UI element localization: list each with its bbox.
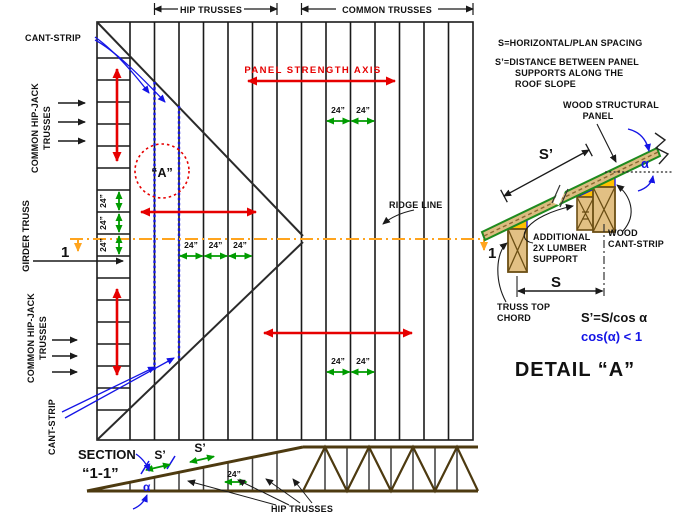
additional-support-label-3: SUPPORT bbox=[533, 254, 578, 264]
panel-strength-axis-label: PANEL STRENGTH AXIS bbox=[244, 65, 381, 76]
detail-a-view bbox=[480, 123, 672, 303]
hip-diagonal-lines bbox=[96, 21, 304, 441]
dim-24-col-3: 24” bbox=[98, 238, 108, 252]
detail-leaders bbox=[497, 123, 632, 303]
detail-s-label: S bbox=[551, 274, 561, 291]
detail-title: DETAIL “A” bbox=[515, 359, 635, 381]
dim-24-lower-2: 24” bbox=[356, 356, 370, 366]
hip-jack-lower-label-1: COMMON HIP-JACK bbox=[26, 293, 36, 383]
dim-24-mid-3: 24” bbox=[233, 240, 247, 250]
legend-sprime-definition-1: S’=DISTANCE BETWEEN PANEL bbox=[495, 57, 639, 67]
section-cut-arrows bbox=[74, 239, 488, 252]
additional-support-label-1: ADDITIONAL bbox=[533, 232, 591, 242]
hip-jack-upper-label-1: COMMON HIP-JACK bbox=[30, 83, 40, 173]
dim-24-col-1: 24” bbox=[98, 194, 108, 208]
section-marker-right: 1 bbox=[488, 245, 496, 262]
detail-alpha-angle bbox=[605, 128, 672, 192]
cant-strip-top-label: CANT-STRIP bbox=[25, 33, 81, 43]
detail-formula: S’=S/cos α bbox=[581, 310, 647, 325]
truss-top-chord-label-1: TRUSS TOP bbox=[497, 302, 550, 312]
legend-sprime-definition-2: SUPPORTS ALONG THE bbox=[515, 68, 623, 78]
hip-jack-pointer-arrows bbox=[33, 99, 124, 376]
section-dim-24: 24” bbox=[227, 469, 241, 479]
section-title-2: “1-1” bbox=[82, 465, 119, 482]
cant-strip-leaders bbox=[61, 36, 175, 419]
legend-s-definition: S=HORIZONTAL/PLAN SPACING bbox=[498, 38, 642, 48]
cant-strip-bottom-label: CANT-STRIP bbox=[47, 399, 57, 455]
plan-truss-grid bbox=[96, 21, 474, 441]
section-webs bbox=[129, 447, 458, 491]
legend-sprime-definition-3: ROOF SLOPE bbox=[515, 79, 576, 89]
truss-top-chord-label-2: CHORD bbox=[497, 313, 531, 323]
wood-panel-label-1: WOOD STRUCTURAL bbox=[563, 100, 659, 110]
section-sprime-1: S’ bbox=[154, 448, 165, 462]
section-alpha-arrows bbox=[132, 453, 151, 510]
section-title-1: SECTION bbox=[78, 447, 136, 462]
detail-alpha-label: α bbox=[641, 156, 649, 171]
additional-support-label-2: 2X LUMBER bbox=[533, 243, 587, 253]
common-trusses-dim-label: COMMON TRUSSES bbox=[342, 5, 432, 15]
wood-structural-panel bbox=[480, 132, 670, 242]
girder-truss-label: GIRDER TRUSS bbox=[21, 200, 32, 272]
dim-24-col-2: 24” bbox=[98, 216, 108, 230]
panel-support-lines bbox=[153, 82, 181, 371]
ridge-line-label: RIDGE LINE bbox=[389, 200, 443, 210]
panel-strength-arrows bbox=[112, 68, 413, 376]
dim-24-mid-1: 24” bbox=[184, 240, 198, 250]
section-marker-left: 1 bbox=[61, 244, 69, 261]
hip-trusses-dim-label: HIP TRUSSES bbox=[180, 5, 242, 15]
spacing-dimension-arrows bbox=[115, 117, 375, 376]
wood-cant-strip-label-2: CANT-STRIP bbox=[608, 239, 664, 249]
detail-a-circle bbox=[134, 143, 190, 199]
top-dimensions bbox=[153, 3, 474, 15]
detail-sprime-label: S’ bbox=[539, 146, 553, 163]
ridge-line-leader bbox=[382, 209, 415, 225]
labels: HIP TRUSSES COMMON TRUSSES CANT-STRIP CO… bbox=[21, 5, 664, 514]
section-hip-trusses-label: HIP TRUSSES bbox=[271, 504, 333, 514]
hip-jack-lower-label-2: TRUSSES bbox=[38, 316, 48, 360]
hip-jack-upper-label-2: TRUSSES bbox=[42, 106, 52, 150]
section-sprime-2: S’ bbox=[194, 441, 205, 455]
detail-a-circle-label: “A” bbox=[151, 166, 173, 180]
detail-sprime-dimension bbox=[500, 143, 593, 203]
wood-panel-label-2: PANEL bbox=[583, 111, 614, 121]
dim-24-lower-1: 24” bbox=[331, 356, 345, 366]
section-alpha-label: α bbox=[143, 480, 151, 494]
wood-cant-strip-label-1: WOOD bbox=[608, 228, 638, 238]
dim-24-upper-1: 24” bbox=[331, 105, 345, 115]
detail-s-dimension bbox=[516, 224, 605, 298]
dim-24-upper-2: 24” bbox=[356, 105, 370, 115]
detail-inequality: cos(α) < 1 bbox=[581, 329, 642, 344]
section-view bbox=[86, 444, 479, 510]
dim-24-mid-2: 24” bbox=[209, 240, 223, 250]
section-hip-truss-leaders bbox=[187, 478, 313, 506]
